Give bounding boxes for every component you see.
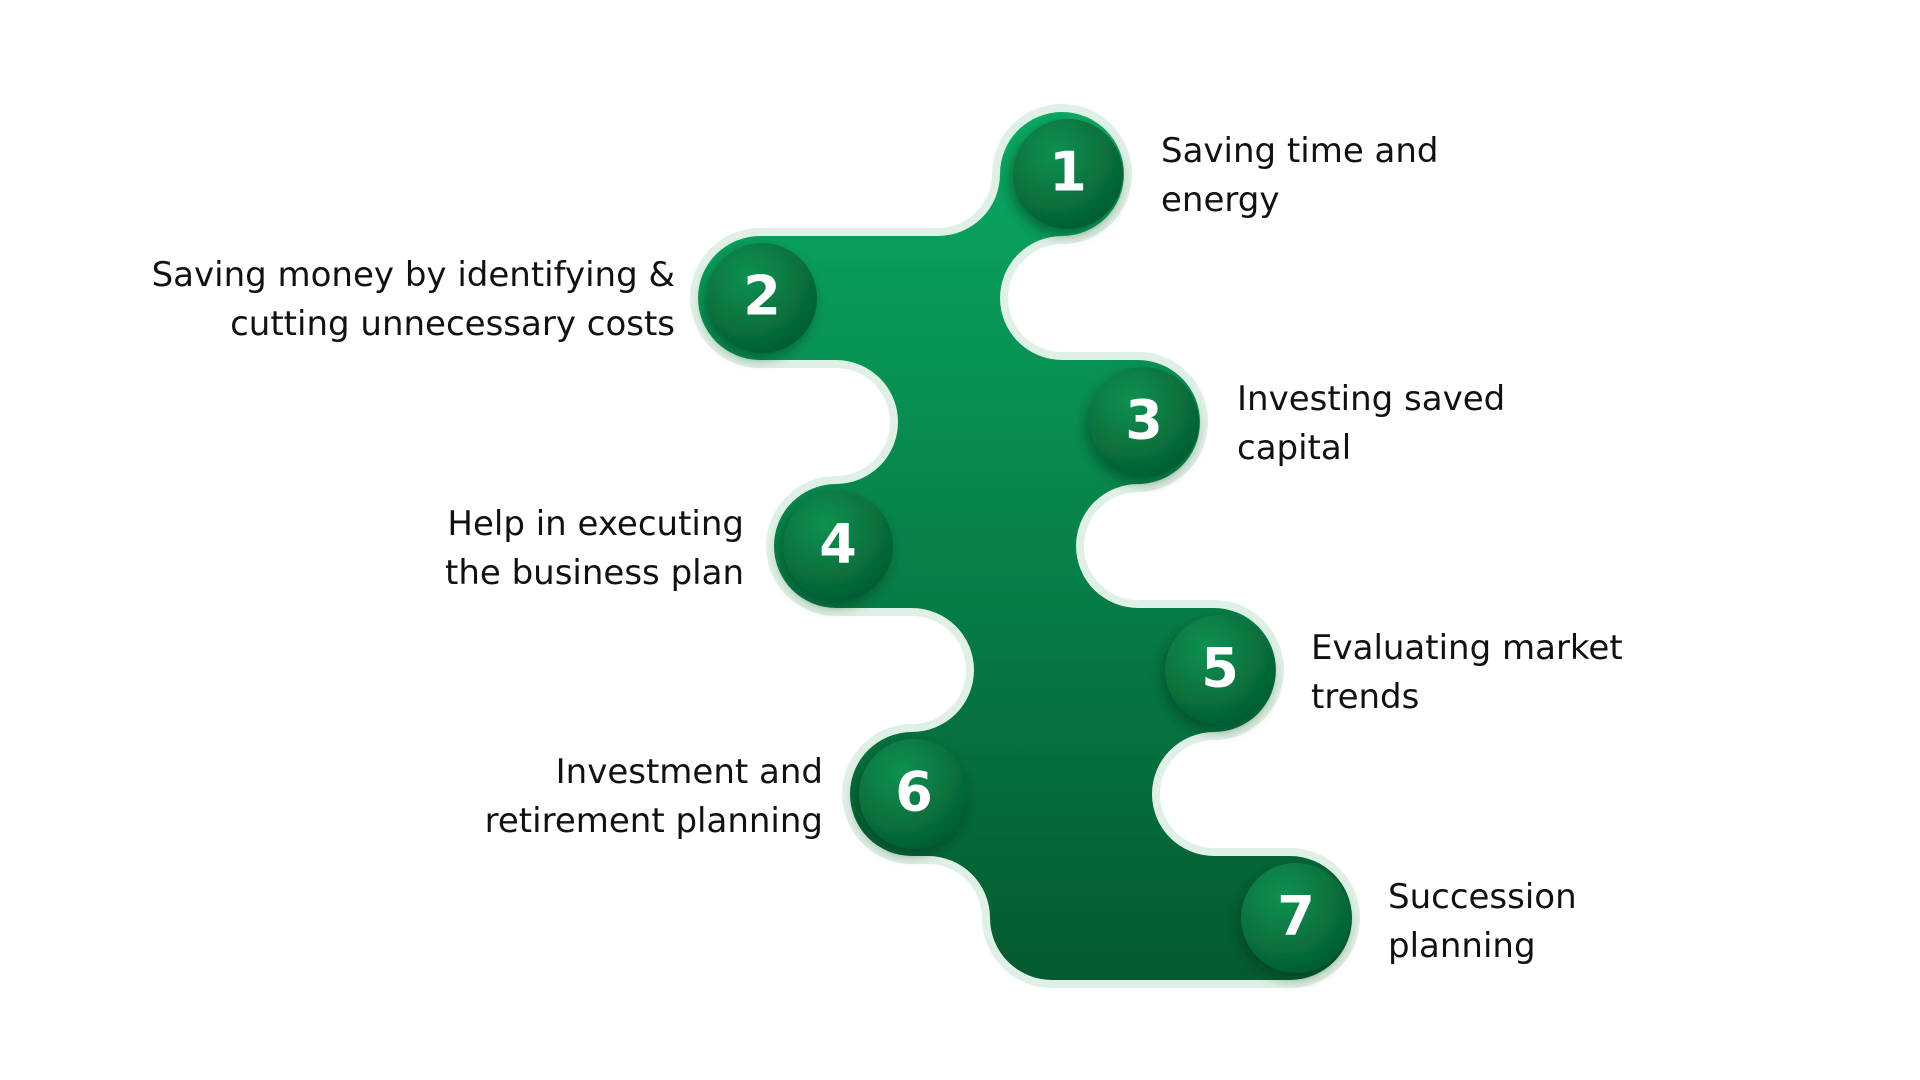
step-1-circle — [1013, 119, 1123, 229]
step-6-circle — [859, 739, 969, 849]
step-4-number: 4 — [819, 513, 857, 576]
step-6-label: Investment and retirement planning — [484, 752, 823, 841]
step-3-number: 3 — [1125, 389, 1163, 452]
step-5-number: 5 — [1201, 637, 1239, 700]
step-3-circle — [1089, 367, 1199, 477]
step-7-number: 7 — [1277, 885, 1315, 948]
step-5-badge: 5 — [1165, 615, 1275, 725]
step-1-number: 1 — [1049, 141, 1087, 204]
step-4-circle — [783, 491, 893, 601]
ribbon-path — [698, 112, 1352, 980]
step-6-badge: 6 — [859, 739, 969, 849]
step-7-label: Succession planning — [1388, 877, 1577, 966]
step-2-label: Saving money by identifying & cutting un… — [151, 255, 675, 344]
step-3-label: Investing saved capital — [1237, 379, 1506, 468]
step-7-badge: 7 — [1241, 863, 1351, 973]
step-7-circle — [1241, 863, 1351, 973]
step-6-number: 6 — [895, 761, 933, 824]
step-4-label: Help in executing the business plan — [444, 504, 744, 593]
step-2-circle — [707, 243, 817, 353]
step-4-badge: 4 — [783, 491, 893, 601]
step-3-badge: 3 — [1089, 367, 1199, 477]
step-2-number: 2 — [743, 265, 781, 328]
step-2-badge: 2 — [707, 243, 817, 353]
step-5-label: Evaluating market trends — [1311, 628, 1623, 717]
step-1-badge: 1 — [1013, 119, 1123, 229]
step-1-label: Saving time and energy — [1161, 131, 1439, 220]
step-5-circle — [1165, 615, 1275, 725]
